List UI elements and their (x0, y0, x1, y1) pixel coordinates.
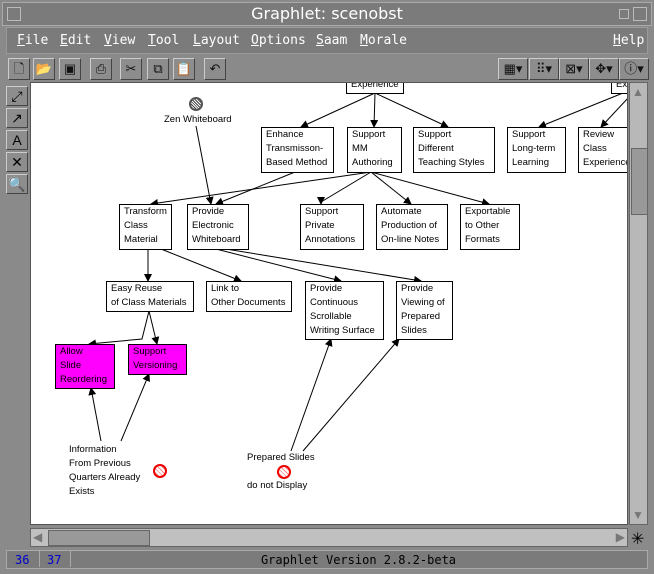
graph-edge[interactable] (195, 125, 214, 205)
status-x: 36 (15, 553, 30, 567)
scroll-right-arrow-icon[interactable]: ▶ (615, 530, 625, 544)
graph-edge[interactable] (160, 248, 242, 283)
graph-edge[interactable] (538, 92, 624, 129)
title-bar: Graphlet: scenobst (2, 2, 652, 26)
graph-canvas[interactable]: Experience Ex Enhance Transmisson- Based… (30, 82, 628, 525)
node-exportable[interactable]: Exportable to Other Formats (460, 204, 520, 250)
node-link-docs[interactable]: Link to Other Documents (206, 281, 292, 312)
graph-edge[interactable] (374, 92, 449, 128)
maximize-button[interactable] (633, 7, 647, 21)
vertical-scrollbar[interactable]: ▲ ▼ (629, 82, 648, 525)
horizontal-scroll-thumb[interactable] (48, 530, 150, 546)
graph-edge[interactable] (370, 92, 379, 128)
minimize-button[interactable] (619, 9, 629, 19)
scroll-up-arrow-icon[interactable]: ▲ (632, 85, 644, 99)
node-slide-reordering[interactable]: Allow Slide Reordering (55, 344, 115, 389)
copy-icon[interactable]: ⧉ (147, 58, 169, 80)
window-title: Graphlet: scenobst (251, 4, 403, 23)
graph-edge[interactable] (215, 171, 296, 206)
menu-tool[interactable]: Tool (148, 33, 180, 48)
node-easy-reuse[interactable]: Easy Reuse of Class Materials (106, 281, 194, 312)
graph-edge[interactable] (290, 338, 333, 452)
corner-asterisk-icon[interactable]: ✳ (631, 531, 645, 548)
node-enhance[interactable]: Enhance Transmisson- Based Method (261, 127, 334, 173)
node-experience[interactable]: Experience (346, 83, 404, 94)
open-folder-icon[interactable]: 📂 (33, 58, 55, 80)
node-automate[interactable]: Automate Production of On-line Notes (376, 204, 448, 250)
new-file-icon[interactable]: 🗋 (8, 58, 30, 80)
info-icon[interactable]: ⓘ▾ (619, 58, 649, 80)
print-icon[interactable]: ⎙ (90, 58, 112, 80)
obstacle-zen-whiteboard[interactable]: Zen Whiteboard (164, 114, 232, 125)
menu-bar: File Edit View Tool Layout Options Saam … (6, 27, 648, 54)
toolbar: 🗋 📂 ▣ ⎙ ✂ ⧉ 📋 ↶ ▦▾ ⠿▾ ⊠▾ ✥▾ ⓘ▾ (6, 56, 649, 84)
node-long-term[interactable]: Support Long-term Learning (507, 127, 566, 173)
graph-edges (88, 92, 628, 452)
graph-edge[interactable] (302, 338, 400, 452)
horizontal-scrollbar[interactable]: ◀ ▶ (30, 528, 628, 547)
graph-edge[interactable] (88, 387, 102, 442)
scroll-left-arrow-icon[interactable]: ◀ (33, 530, 43, 544)
vertical-scroll-thumb[interactable] (631, 148, 648, 215)
node-viewing-slides[interactable]: Provide Viewing of Prepared Slides (396, 281, 453, 340)
node-continuous-surface[interactable]: Provide Continuous Scrollable Writing Su… (305, 281, 384, 340)
node-private-annotations[interactable]: Support Private Annotations (300, 204, 364, 250)
status-divider (39, 550, 40, 567)
graph-edge[interactable] (150, 171, 372, 207)
status-divider (70, 550, 71, 567)
graph-edge[interactable] (370, 171, 412, 205)
graph-edge[interactable] (300, 92, 376, 128)
graph-edge[interactable] (370, 171, 490, 207)
menu-view[interactable]: View (104, 33, 136, 48)
cut-icon[interactable]: ✂ (120, 58, 142, 80)
node-shape-icon[interactable]: ⊠▾ (559, 58, 589, 80)
text-tool-icon[interactable]: A (6, 130, 28, 150)
grid-icon[interactable]: ▦▾ (498, 58, 528, 80)
obstacle-do-not-display: do not Display (247, 480, 308, 491)
edge-style-icon[interactable]: ✥▾ (589, 58, 619, 80)
status-message: Graphlet Version 2.8.2-beta (260, 553, 457, 567)
no-entry-icon (153, 464, 167, 478)
node-transform[interactable]: Transform Class Material (119, 204, 172, 250)
menu-file[interactable]: File (17, 33, 49, 48)
graph-edge[interactable] (225, 248, 422, 284)
paste-icon[interactable]: 📋 (173, 58, 195, 80)
menu-morale[interactable]: Morale (360, 33, 407, 48)
graph-edge[interactable] (600, 97, 628, 128)
save-disk-icon[interactable]: ▣ (59, 58, 81, 80)
undo-icon[interactable]: ↶ (204, 58, 226, 80)
window-menu-button[interactable] (7, 7, 21, 21)
menu-help[interactable]: Help (613, 33, 645, 48)
menu-options[interactable]: Options (251, 33, 306, 48)
delete-tool-icon[interactable]: ✕ (6, 152, 28, 172)
node-whiteboard[interactable]: Provide Electronic Whiteboard (187, 204, 249, 250)
graph-edge[interactable] (215, 248, 342, 284)
obstacle-icon (189, 97, 203, 111)
obstacle-prepared-slides[interactable]: Prepared Slides (247, 452, 315, 463)
node-teaching-styles[interactable]: Support Different Teaching Styles (413, 127, 495, 173)
select-edge-tool-icon[interactable]: ⤢ (6, 86, 28, 106)
no-entry-icon (277, 465, 291, 479)
create-edge-tool-icon[interactable]: ↗ (6, 108, 28, 128)
menu-edit[interactable]: Edit (60, 33, 92, 48)
graph-edge[interactable] (120, 373, 150, 442)
graph-edge[interactable] (317, 171, 372, 205)
zoom-tool-icon[interactable]: 🔍 (6, 174, 28, 194)
graph-edge[interactable] (88, 310, 150, 348)
scroll-down-arrow-icon[interactable]: ▼ (632, 508, 644, 522)
node-ex-right[interactable]: Ex (611, 83, 627, 94)
menu-saam[interactable]: Saam (316, 33, 348, 48)
status-y: 37 (47, 553, 62, 567)
menu-layout[interactable]: Layout (193, 33, 240, 48)
node-versioning[interactable]: Support Versioning (128, 344, 187, 375)
graph-edge[interactable] (148, 310, 160, 345)
layout-icon[interactable]: ⠿▾ (529, 58, 559, 80)
obstacle-information[interactable]: Information From Previous Quarters Alrea… (69, 444, 141, 497)
node-mm-authoring[interactable]: Support MM Authoring (347, 127, 402, 173)
node-review[interactable]: Review Class Experience (578, 127, 627, 173)
status-bar: 36 37 Graphlet Version 2.8.2-beta (6, 550, 648, 569)
